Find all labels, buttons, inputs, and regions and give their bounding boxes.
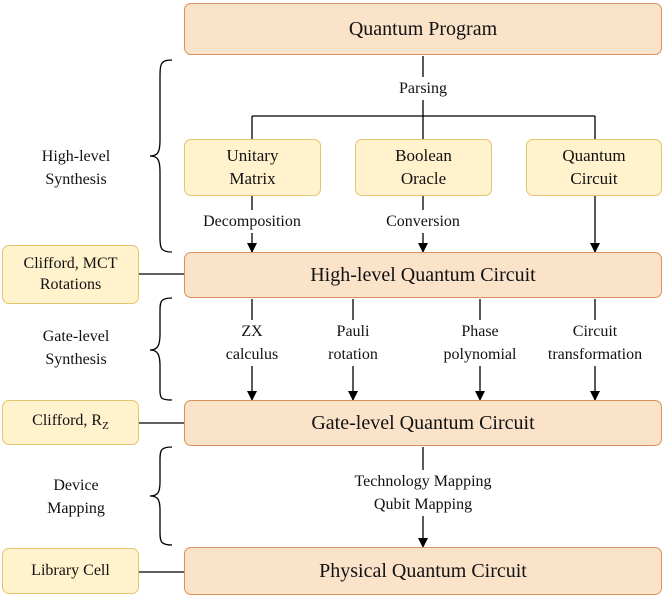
hls-line2: Synthesis (45, 171, 107, 189)
unitary-line2: Matrix (229, 168, 276, 188)
brace-high-level (149, 59, 173, 253)
pauli-line2: rotation (328, 346, 378, 364)
clifford-mct-line2: Rotations (39, 275, 102, 293)
boolean-oracle-box: Boolean Oracle (355, 139, 492, 196)
gls-line1: Gate-level (42, 328, 110, 345)
high-level-circuit-label: High-level Quantum Circuit (310, 264, 536, 286)
gate-level-circuit-box: Gate-level Quantum Circuit (184, 400, 662, 446)
high-level-circuit-box: High-level Quantum Circuit (184, 252, 662, 298)
pauli-line1: Pauli (336, 323, 370, 340)
zx-line2: calculus (225, 346, 279, 364)
dm-line2: Mapping (47, 500, 105, 518)
boolean-line2: Oracle (400, 168, 447, 188)
physical-circuit-label: Physical Quantum Circuit (319, 560, 527, 582)
decomposition-label: Decomposition (193, 210, 311, 234)
phase-line1: Phase (461, 323, 499, 340)
library-cell-label: Library Cell (31, 561, 110, 579)
clifford-rz-text: Clifford, R (32, 412, 103, 430)
dm-line1: Device (53, 477, 99, 494)
clifford-rz-label: Clifford, RZ (32, 411, 109, 433)
zx-calculus-label: ZX calculus (217, 320, 287, 367)
gate-level-circuit-label: Gate-level Quantum Circuit (311, 412, 535, 434)
quantum-program-label: Quantum Program (348, 18, 498, 40)
brace-gate-level (149, 297, 173, 401)
mapping-label: Technology Mapping Qubit Mapping (341, 470, 505, 517)
transform-line2: transformation (547, 346, 643, 364)
quantum-program-box: Quantum Program (184, 3, 662, 55)
high-level-synthesis-label: High-level Synthesis (28, 145, 124, 191)
library-cell-box: Library Cell (2, 548, 139, 594)
conversion-label: Conversion (377, 210, 469, 234)
quantum-circuit-box: Quantum Circuit (526, 139, 662, 196)
qubit-mapping-label: Qubit Mapping (373, 496, 473, 514)
hls-line1: High-level (41, 148, 111, 165)
gate-level-synthesis-label: Gate-level Synthesis (28, 325, 124, 371)
unitary-line1: Unitary (226, 146, 279, 166)
technology-mapping-label: Technology Mapping (354, 473, 492, 490)
device-mapping-label: Device Mapping (28, 474, 124, 520)
transform-line1: Circuit (572, 323, 618, 340)
unitary-matrix-box: Unitary Matrix (184, 139, 321, 196)
physical-circuit-box: Physical Quantum Circuit (184, 547, 662, 595)
gls-line2: Synthesis (45, 351, 107, 369)
phase-polynomial-label: Phase polynomial (435, 320, 525, 367)
clifford-mct-box: Clifford, MCT Rotations (2, 245, 139, 304)
pauli-rotation-label: Pauli rotation (321, 320, 385, 367)
parsing-label: Parsing (385, 77, 461, 101)
clifford-rz-subscript: Z (102, 420, 109, 433)
clifford-mct-line1: Clifford, MCT (23, 254, 118, 272)
quantum-circuit-line1: Quantum (562, 146, 626, 166)
phase-line2: polynomial (443, 346, 517, 364)
circuit-transformation-label: Circuit transformation (538, 320, 652, 367)
clifford-rz-box: Clifford, RZ (2, 400, 139, 445)
brace-device (149, 446, 173, 546)
boolean-line1: Boolean (395, 146, 452, 166)
quantum-circuit-line2: Circuit (570, 168, 618, 188)
zx-line1: ZX (241, 323, 263, 340)
